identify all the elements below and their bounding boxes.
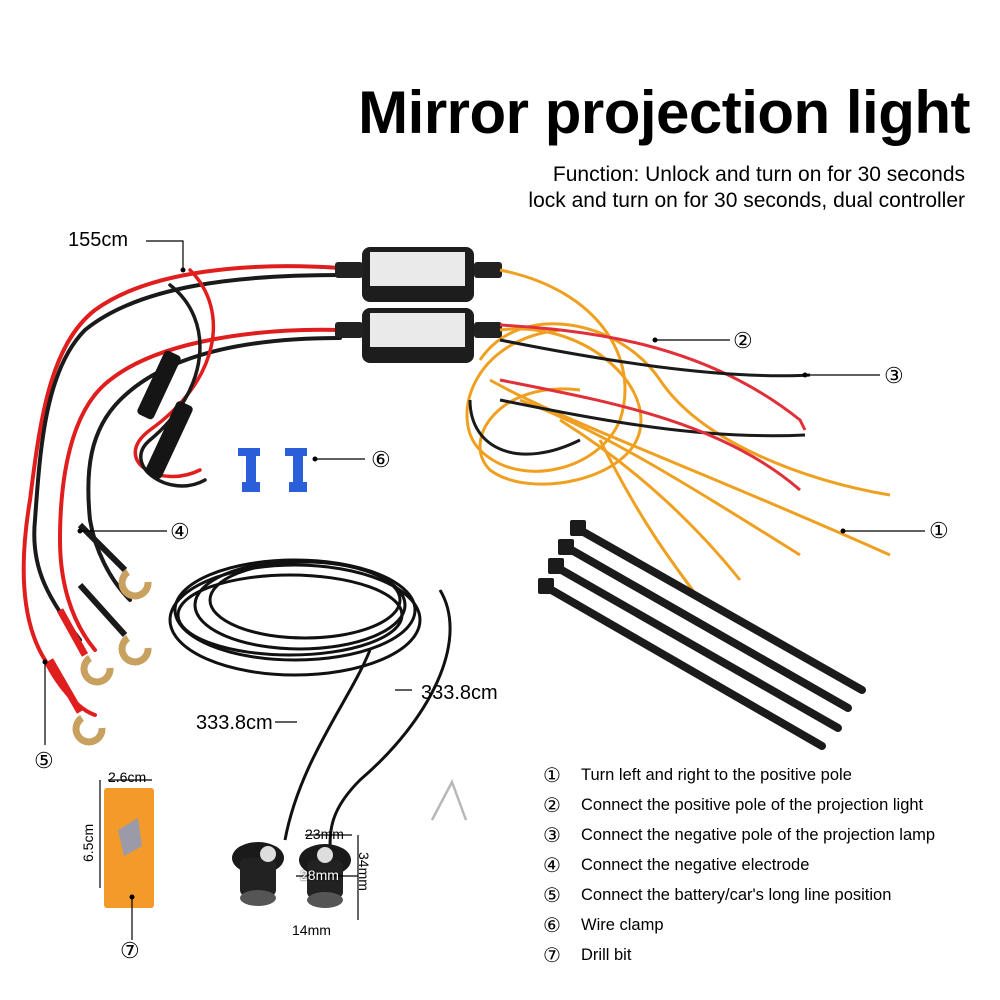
legend-number: ③ xyxy=(543,824,561,847)
callout-4: ④ xyxy=(170,519,190,544)
page-title: Mirror projection light xyxy=(358,79,970,146)
callout-7: ⑦ xyxy=(120,938,140,963)
component-legend: ① Turn left and right to the positive pol… xyxy=(543,760,935,970)
lead-wires xyxy=(468,323,811,492)
drill-box-height: 6.5cm xyxy=(80,823,96,862)
legend-text: Turn left and right to the positive pole xyxy=(581,765,852,784)
drill-bit-box xyxy=(104,788,154,908)
legend-text: Connect the negative electrode xyxy=(581,855,810,874)
callout-6: ⑥ xyxy=(371,447,391,472)
main-wire-length: 155cm xyxy=(68,229,129,251)
callout-2: ② xyxy=(733,328,753,353)
legend-text: Wire clamp xyxy=(581,915,664,934)
coiled-cable xyxy=(168,558,452,851)
legend-text: Connect the battery/car's long line posi… xyxy=(581,885,892,904)
callout-5: ⑤ xyxy=(34,748,54,773)
cable-length-left: 333.8cm xyxy=(196,712,273,734)
legend-text: Connect the positive pole of the project… xyxy=(581,795,924,814)
legend-item-7: ⑦ Drill bit xyxy=(543,940,935,970)
leader-dots xyxy=(42,267,846,900)
function-description: Function: Unlock and turn on for 30 seco… xyxy=(400,162,965,214)
projection-lamps xyxy=(232,842,351,908)
legend-item-4: ④ Connect the negative electrode xyxy=(543,850,935,880)
legend-number: ② xyxy=(543,794,561,817)
legend-text: Drill bit xyxy=(581,945,632,964)
drill-box-width: 2.6cm xyxy=(108,769,147,785)
fuse-holders xyxy=(137,350,193,479)
legend-item-2: ② Connect the positive pole of the projec… xyxy=(543,790,935,820)
lamp-flange-diameter: 28mm xyxy=(300,867,339,883)
cable-ties xyxy=(544,526,866,750)
legend-item-3: ③ Connect the negative pole of the projec… xyxy=(543,820,935,850)
function-line-2: lock and turn on for 30 seconds, dual co… xyxy=(528,189,965,212)
legend-number: ④ xyxy=(543,854,561,877)
pin-clip xyxy=(430,778,468,821)
wire-clamps xyxy=(238,448,307,492)
legend-item-5: ⑤ Connect the battery/car's long line pos… xyxy=(543,880,935,910)
orange-wire-bundle xyxy=(465,268,891,601)
legend-number: ⑥ xyxy=(543,914,561,937)
legend-item-6: ⑥ Wire clamp xyxy=(543,910,935,940)
lamp-base-diameter: 14mm xyxy=(292,922,331,938)
leader-lines xyxy=(44,240,925,940)
cable-length-right: 333.8cm xyxy=(421,682,498,704)
callout-1: ① xyxy=(929,518,949,543)
legend-item-1: ① Turn left and right to the positive pol… xyxy=(543,760,935,790)
callout-3: ③ xyxy=(884,363,904,388)
controller-modules xyxy=(335,247,502,363)
lamp-top-diameter: 23mm xyxy=(305,826,344,842)
ring-terminals xyxy=(46,522,152,746)
function-line-1: Function: Unlock and turn on for 30 seco… xyxy=(552,163,965,186)
legend-text: Connect the negative pole of the project… xyxy=(581,825,936,844)
lamp-height: 34mm xyxy=(356,852,372,891)
legend-number: ⑤ xyxy=(543,884,561,907)
cable-tie-heads xyxy=(538,520,586,594)
legend-number: ⑦ xyxy=(543,944,561,967)
legend-number: ① xyxy=(543,764,561,787)
